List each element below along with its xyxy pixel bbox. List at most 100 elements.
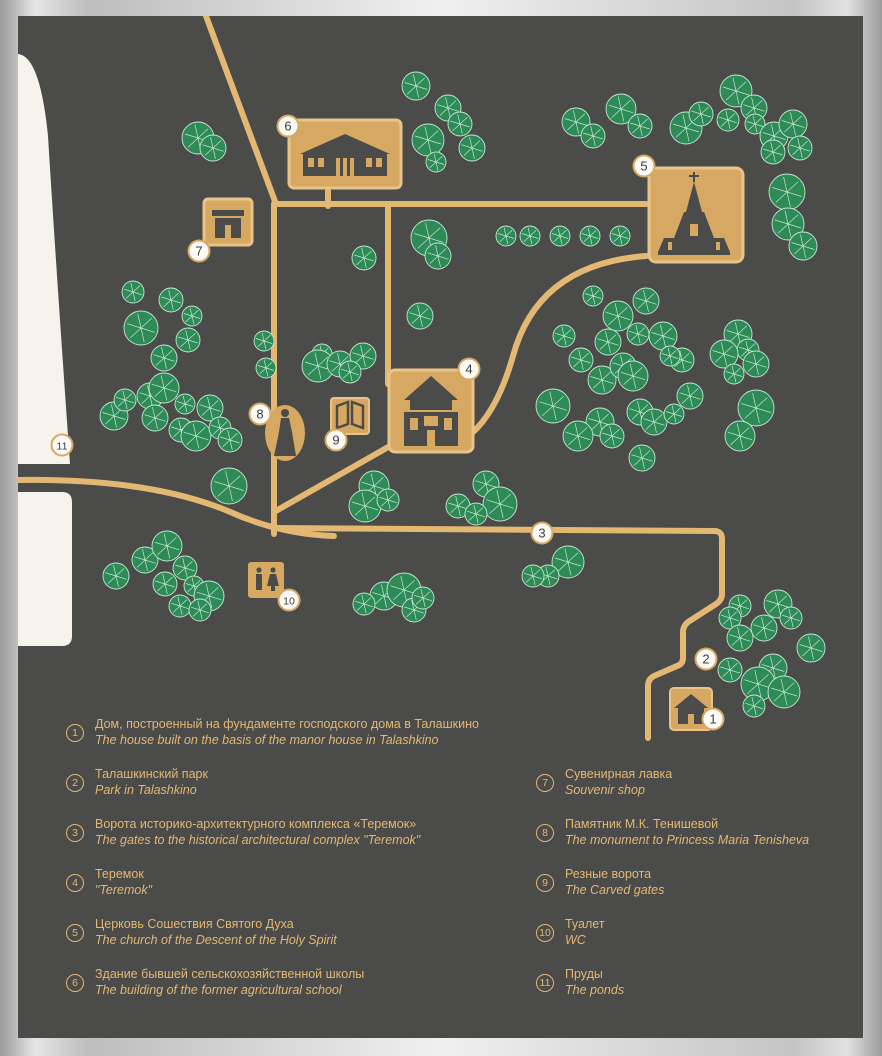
marker-10[interactable]: 10	[277, 588, 301, 612]
shop-icon	[212, 210, 244, 238]
legend-label-en: WC	[565, 933, 586, 947]
tree	[495, 225, 517, 247]
legend-item-4: Теремок "Teremok"	[95, 866, 152, 898]
tree	[659, 345, 681, 367]
marker-11[interactable]: 11	[50, 433, 74, 457]
tree	[188, 598, 212, 622]
wc-icon	[256, 567, 279, 591]
wc	[248, 562, 284, 598]
legend-label-en: The building of the former agricultural …	[95, 983, 342, 997]
tree	[709, 339, 739, 369]
tree	[580, 123, 606, 149]
tree	[737, 389, 775, 427]
legend-label-en: The church of the Descent of the Holy Sp…	[95, 933, 337, 947]
tree	[632, 287, 660, 315]
school-building	[287, 118, 403, 190]
tree	[549, 225, 571, 247]
tree	[352, 592, 376, 616]
tree	[771, 207, 805, 241]
tree	[788, 231, 818, 261]
tree	[778, 109, 808, 139]
tree	[464, 502, 488, 526]
tree	[141, 404, 169, 432]
legend-number: 1	[66, 724, 84, 742]
roads	[18, 16, 725, 741]
road-north	[203, 16, 279, 207]
monument	[265, 405, 305, 461]
tree	[482, 486, 518, 522]
legend-label-en: "Teremok"	[95, 883, 153, 897]
tree	[152, 571, 178, 597]
tree	[175, 327, 201, 353]
legend-label-ru: Сувенирная лавка	[565, 767, 673, 781]
tree	[760, 139, 786, 165]
legend-item-3: Ворота историко-архитектурного комплекса…	[95, 816, 420, 848]
tree	[148, 372, 180, 404]
marker-4[interactable]: 4	[457, 357, 481, 381]
marker-3[interactable]: 3	[530, 521, 554, 545]
legend-label-ru: Памятник М.К. Тенишевой	[565, 817, 719, 831]
tree	[113, 388, 137, 412]
church-building	[647, 166, 745, 264]
carved-gates	[330, 397, 370, 435]
tree	[349, 342, 377, 370]
monument-icon	[274, 409, 296, 456]
tree	[602, 300, 634, 332]
marker-label: 10	[283, 596, 295, 608]
legend-label-en: The Carved gates	[565, 883, 665, 897]
manor-house	[669, 687, 713, 731]
legend-number: 5	[66, 924, 84, 942]
tree	[750, 614, 778, 642]
legend-number: 11	[536, 974, 554, 992]
marker-8[interactable]: 8	[248, 402, 272, 426]
tree	[181, 305, 203, 327]
tree	[351, 245, 377, 271]
marker-label: 8	[256, 407, 263, 422]
road-diagonal	[271, 443, 393, 515]
tree	[199, 134, 227, 162]
tree	[180, 420, 212, 452]
tree	[102, 562, 130, 590]
tree	[726, 624, 754, 652]
tree	[562, 420, 594, 452]
tree	[626, 322, 650, 346]
teremok-building	[387, 368, 475, 454]
tree	[742, 694, 766, 718]
tree	[723, 363, 745, 385]
legend-number: 7	[536, 774, 554, 792]
legend-label-ru: Туалет	[565, 917, 605, 931]
tree	[663, 403, 685, 425]
tree	[168, 594, 192, 618]
school-building-icon	[300, 134, 390, 176]
tree	[742, 350, 770, 378]
legend-label-ru: Талашкинский парк	[95, 767, 208, 781]
marker-2[interactable]: 2	[694, 647, 718, 671]
tree	[768, 173, 806, 211]
tree	[424, 242, 452, 270]
tree	[255, 357, 277, 379]
legend-number: 9	[536, 874, 554, 892]
carved-gates-icon	[335, 400, 365, 430]
tree	[640, 408, 668, 436]
tree	[217, 427, 243, 453]
marker-label: 2	[702, 652, 709, 667]
legend-label-ru: Теремок	[95, 867, 144, 881]
marker-1[interactable]: 1	[701, 707, 725, 731]
legend-number: 6	[66, 974, 84, 992]
marker-6[interactable]: 6	[276, 114, 300, 138]
tree	[401, 71, 431, 101]
road-gates	[271, 525, 725, 741]
marker-label: 11	[57, 441, 68, 453]
marker-5[interactable]: 5	[632, 154, 656, 178]
tree	[447, 111, 473, 137]
park-map: 1 2 3 4 5 6 7 8 9 10 11	[18, 16, 826, 741]
marker-9[interactable]: 9	[324, 428, 348, 452]
marker-7[interactable]: 7	[187, 239, 211, 263]
legend-number: 2	[66, 774, 84, 792]
tree	[406, 302, 434, 330]
